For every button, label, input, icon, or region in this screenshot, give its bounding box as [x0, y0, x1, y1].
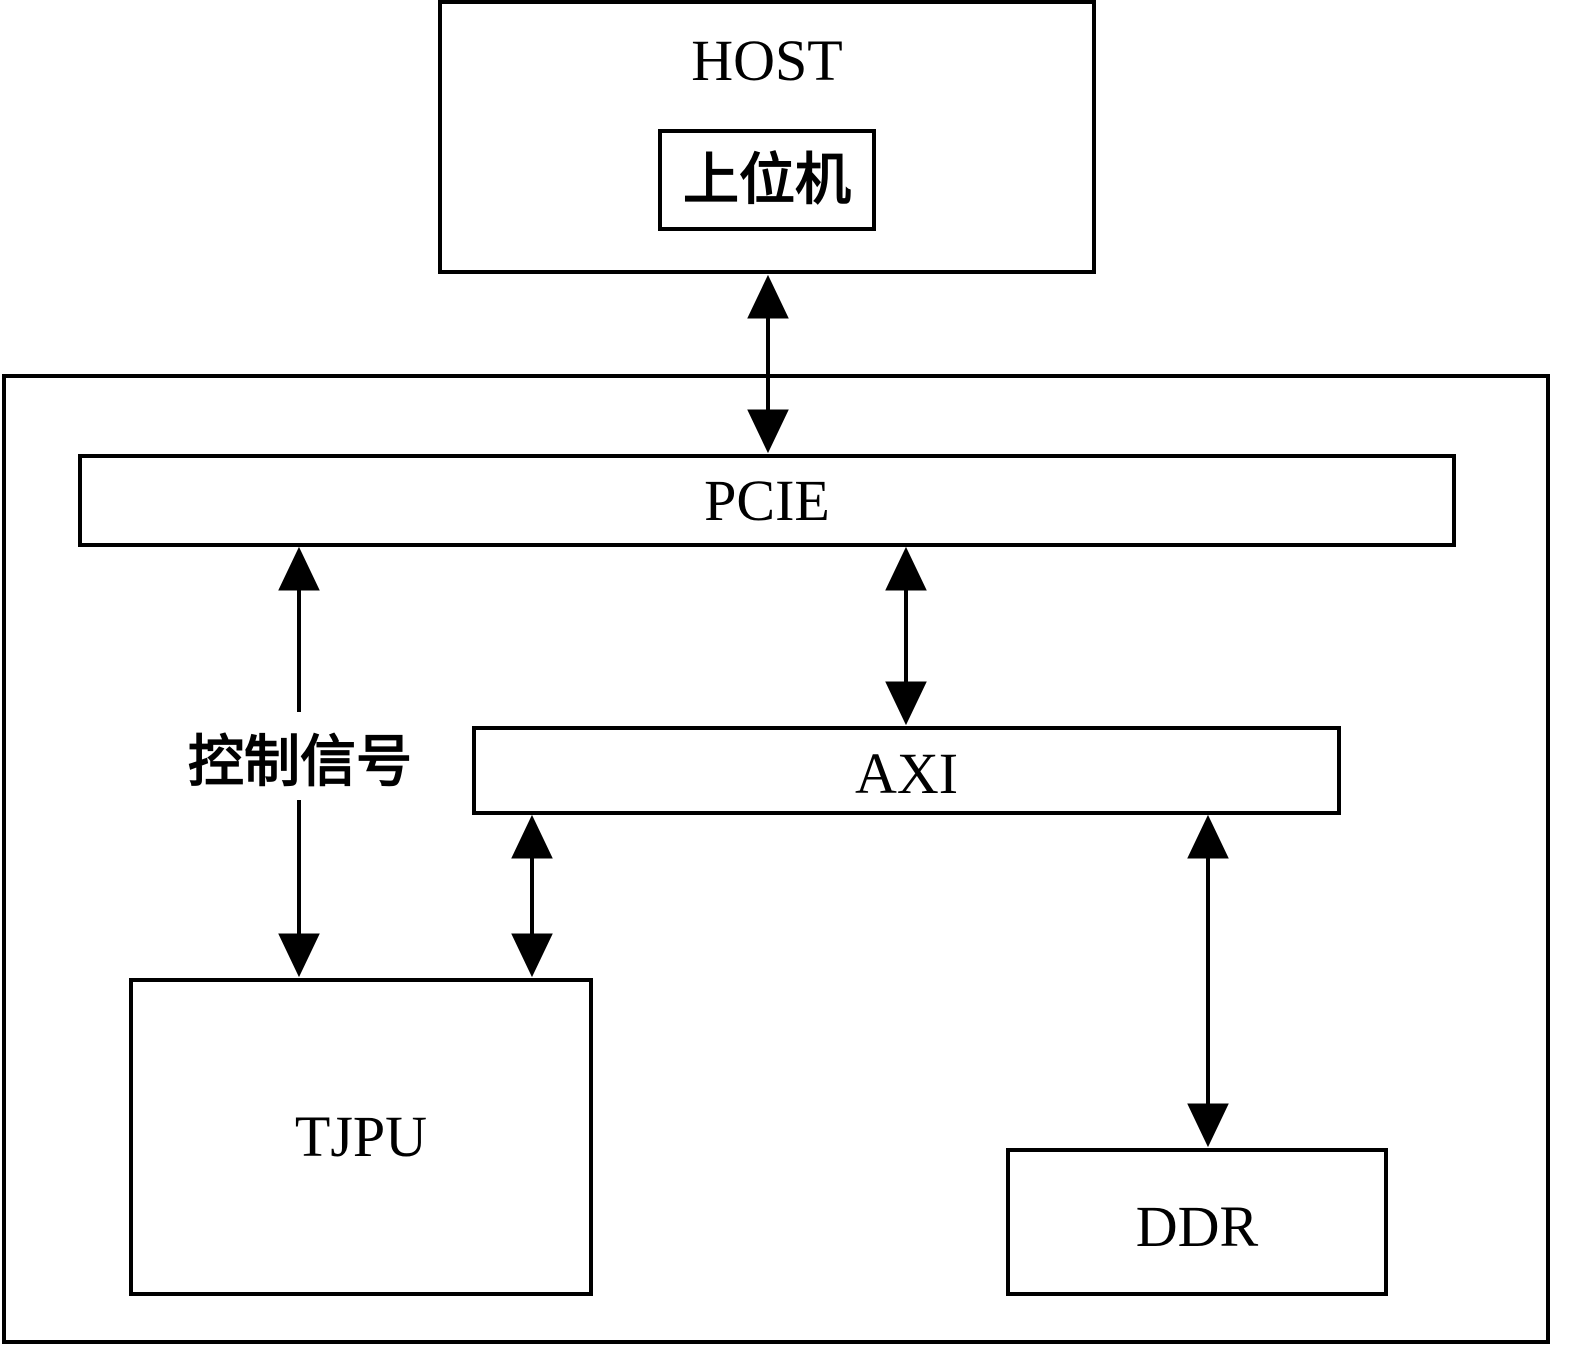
ddr-label: DDR [1135, 1194, 1259, 1259]
axi-block [472, 726, 1341, 815]
host-computer-label: 上位机 [683, 147, 851, 213]
host-title: HOST [691, 28, 843, 93]
tjpu-block [129, 978, 593, 1296]
control-signal-label: 控制信号 [160, 734, 440, 790]
pcie-block [78, 454, 1456, 547]
host-computer-box [658, 129, 876, 231]
axi-label: AXI [854, 741, 959, 806]
pcie-label: PCIE [704, 468, 830, 533]
ddr-block [1006, 1148, 1388, 1296]
tjpu-label: TJPU [294, 1104, 428, 1169]
